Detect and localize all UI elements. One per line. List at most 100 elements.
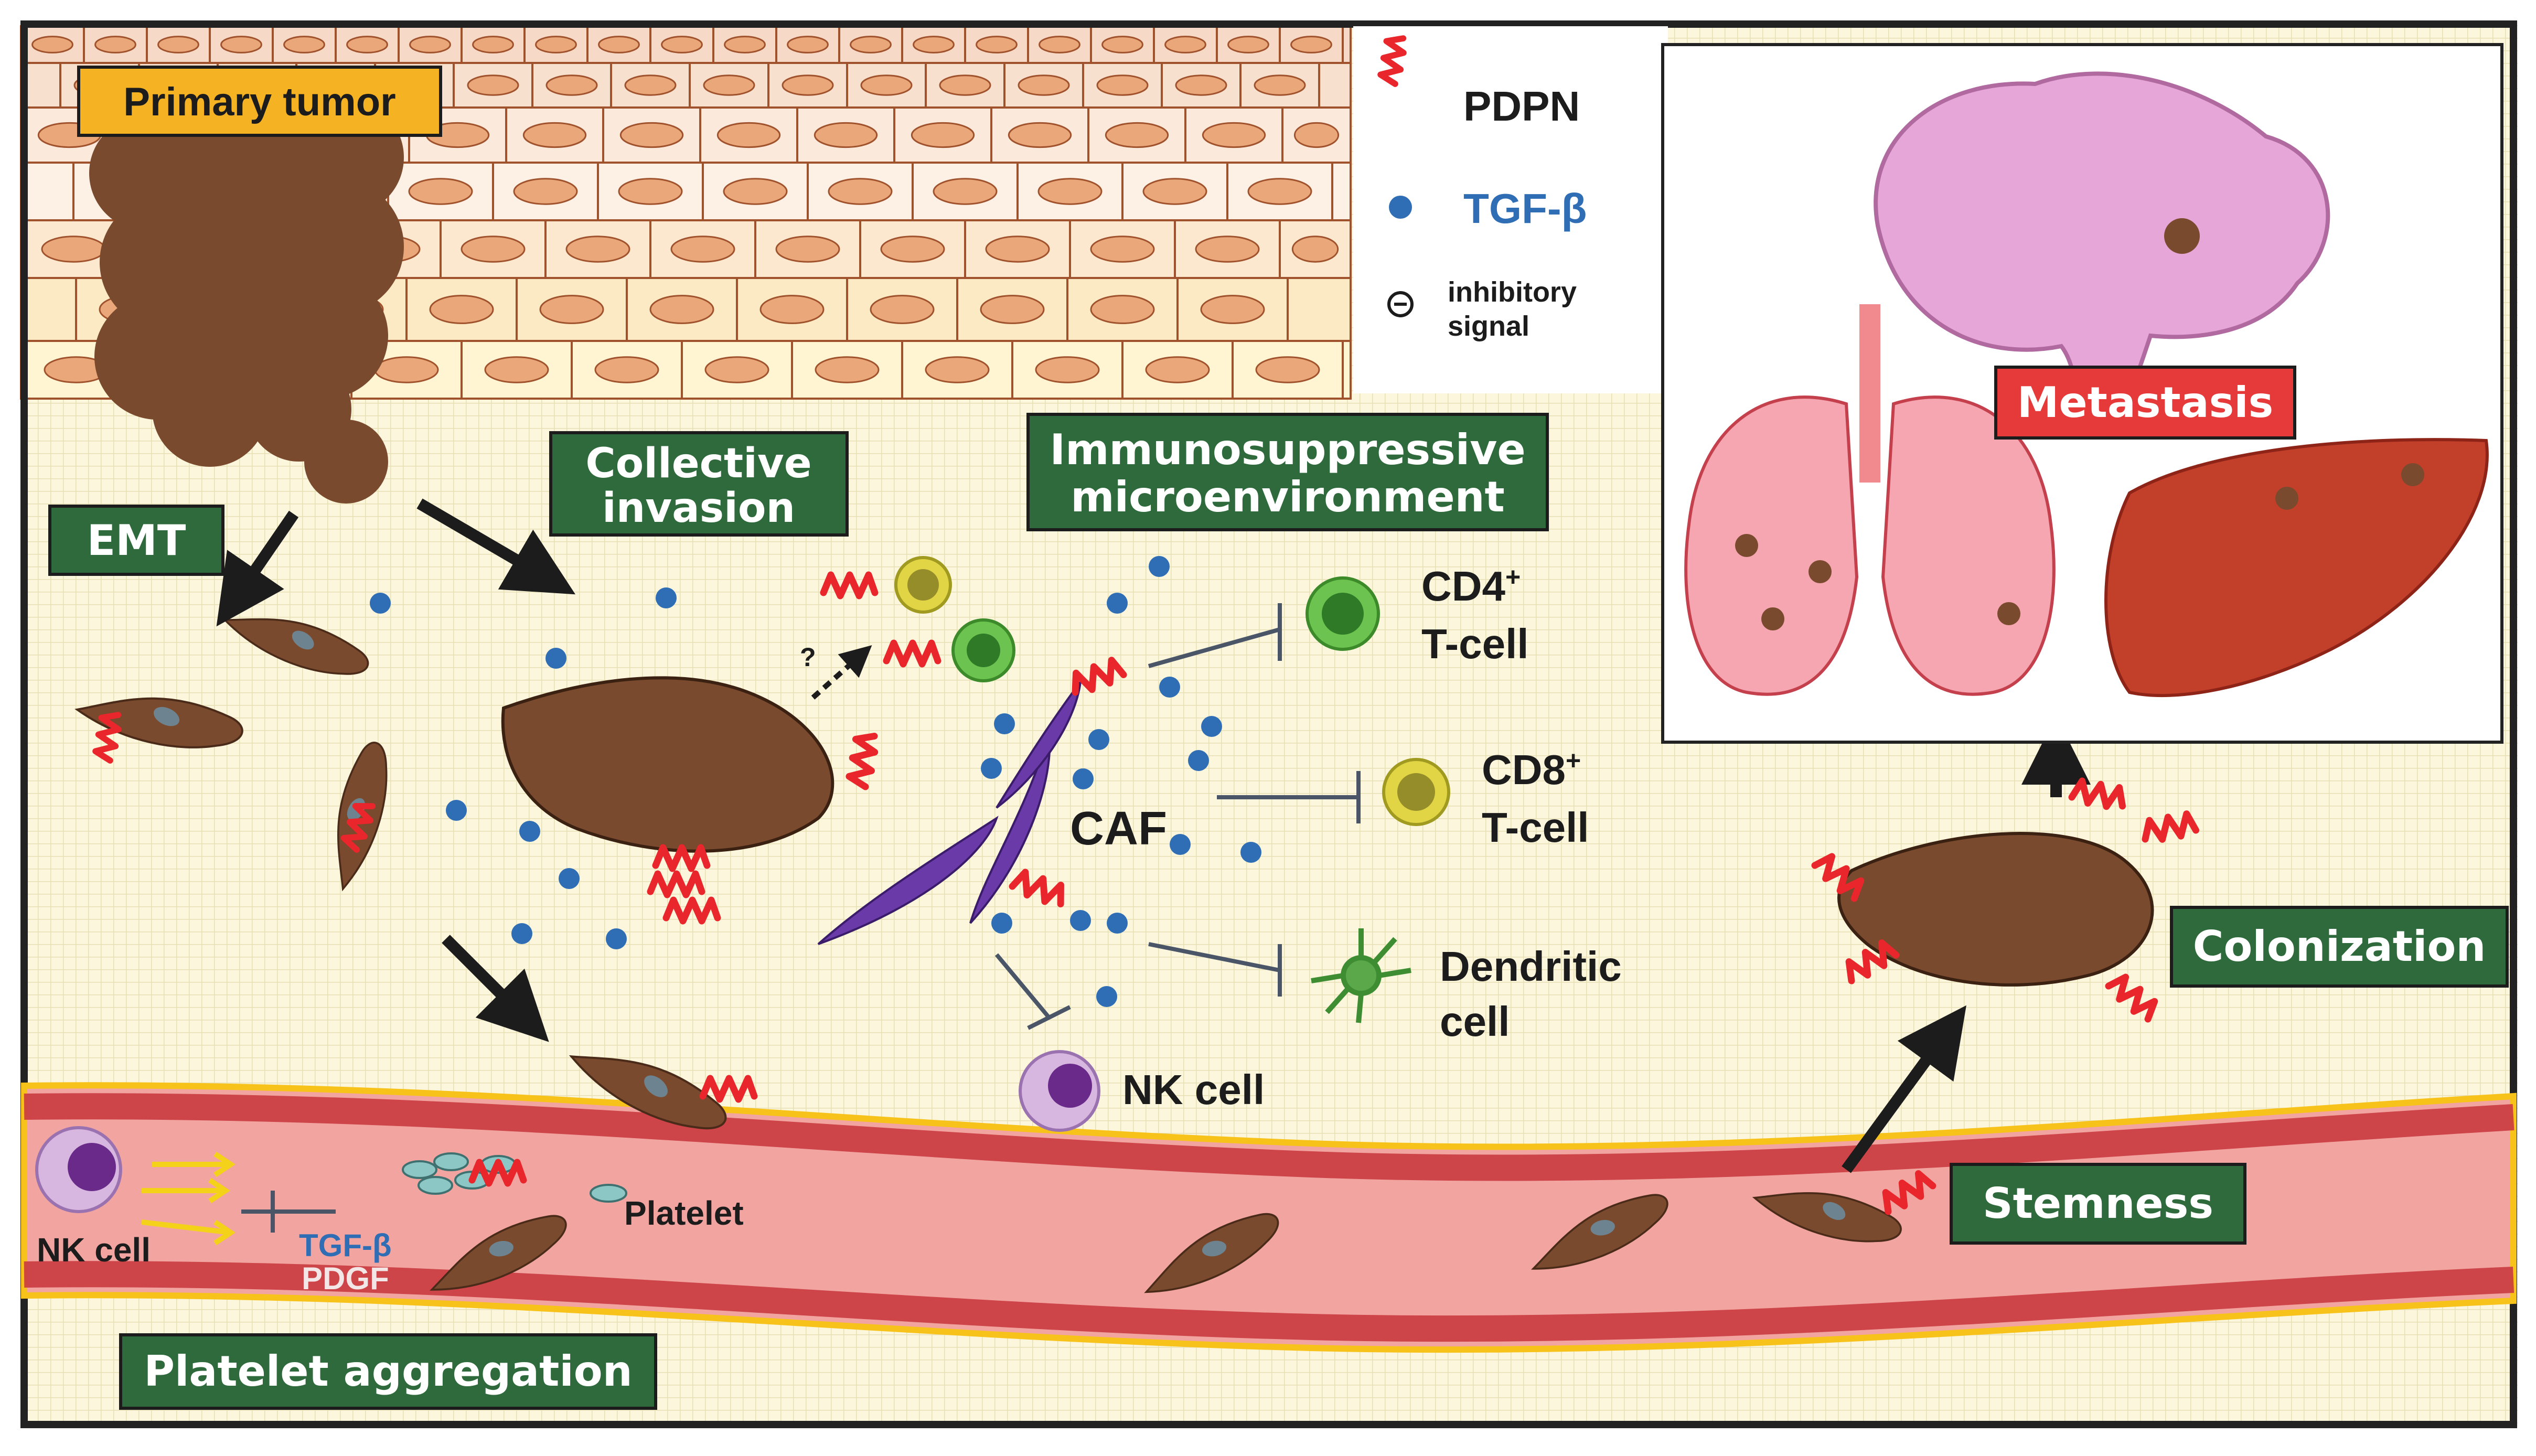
epithelial-nucleus (374, 356, 439, 383)
immuno-label-2: microenvironment (1071, 473, 1505, 521)
epithelial-nucleus (535, 36, 577, 53)
epithelial-nucleus (1101, 36, 1143, 53)
platelet-label: Platelet (624, 1194, 744, 1232)
inhibitory-signal-icon (1387, 291, 1414, 317)
epithelial-nucleus (1096, 74, 1149, 96)
stemness-label: Stemness (1983, 1179, 2213, 1228)
nk-cell-left-label: NK cell (37, 1231, 151, 1269)
epithelial-nucleus (283, 36, 325, 53)
legend-inhibitory: inhibitory (1448, 276, 1577, 308)
epithelial-nucleus (624, 74, 677, 96)
immune-cells (35, 556, 1450, 1213)
epithelial-nucleus (408, 178, 473, 205)
epithelial-nucleus (723, 178, 788, 205)
epithelial-nucleus (1293, 122, 1340, 148)
epithelial-nucleus (346, 36, 388, 53)
legend-pdpn: PDPN (1463, 83, 1580, 130)
legend-signal: signal (1448, 311, 1529, 342)
emt-label: EMT (87, 516, 186, 565)
epithelial-nucleus (911, 122, 975, 148)
epithelial-nucleus (1142, 178, 1207, 205)
collective-invasion-cluster (501, 676, 834, 853)
epithelial-nucleus (661, 36, 703, 53)
epithelial-nucleus (1195, 235, 1260, 263)
epithelial-nucleus (1175, 74, 1227, 96)
epithelial-nucleus (860, 74, 913, 96)
colonization-box (2170, 906, 2509, 988)
epithelial-nucleus (870, 295, 935, 324)
epithelial-nucleus (880, 235, 945, 263)
epithelial-cell (1342, 25, 1352, 64)
liver-icon (2104, 438, 2489, 698)
primary-tumor-label: Primary tumor (123, 80, 396, 124)
epithelial-nucleus (828, 178, 893, 205)
epithelial-nucleus (704, 356, 769, 383)
epithelial-nucleus (815, 356, 880, 383)
epithelial-nucleus (31, 36, 73, 53)
epithelial-nucleus (1037, 178, 1103, 205)
epithelial-nucleus (220, 36, 262, 53)
epithelial-nucleus (1227, 36, 1269, 53)
dendritic-label-1: Dendritic (1440, 943, 1622, 990)
tgfb-small-label: TGF-β (299, 1228, 392, 1263)
epithelial-nucleus (1254, 74, 1306, 96)
epithelial-nucleus (1008, 122, 1072, 148)
lungs-icon (1684, 304, 2056, 696)
epithelial-nucleus (1018, 74, 1070, 96)
pdgf-label: PDGF (302, 1261, 389, 1296)
epithelial-nucleus (1255, 356, 1320, 383)
label-boxes: Primary tumor EMT Collective invasion Im… (48, 66, 2509, 1410)
collective-invasion-box (549, 431, 849, 537)
epithelial-cell (20, 162, 74, 221)
epithelial-cell (681, 340, 793, 400)
question-mark: ? (800, 643, 816, 672)
platelets (402, 1152, 627, 1203)
epithelial-nucleus (985, 235, 1050, 263)
epithelial-nucleus (850, 36, 892, 53)
tgf-beta-dots (370, 556, 1261, 1007)
platelet-aggregation-box (119, 1333, 657, 1410)
epithelial-nucleus (461, 235, 526, 263)
epithelial-nucleus (1039, 36, 1080, 53)
dendritic-label-2: cell (1440, 998, 1510, 1045)
epithelial-nucleus (484, 356, 549, 383)
tgf-beta-dot-icon (1389, 196, 1412, 219)
caf-label: CAF (1070, 802, 1167, 855)
collective-label-1: Collective (585, 440, 811, 487)
epithelial-nucleus (565, 235, 630, 263)
dendritic-cell (1311, 928, 1411, 1023)
nk-cell-label: NK cell (1122, 1066, 1265, 1113)
epithelial-nucleus (539, 295, 604, 324)
epithelial-nucleus (1202, 122, 1266, 148)
cd4-tcell-label: T-cell (1421, 620, 1529, 667)
epithelial-nucleus (716, 122, 781, 148)
epithelial-nucleus (724, 36, 766, 53)
epithelial-nucleus (787, 36, 829, 53)
epithelial-nucleus (814, 122, 878, 148)
epithelial-nucleus (1291, 235, 1339, 263)
epithelial-nucleus (649, 295, 714, 324)
caf-cells (817, 678, 1082, 945)
epithelial-nucleus (522, 122, 587, 148)
epithelial-nucleus (472, 36, 514, 53)
immunosuppressive-box (1026, 413, 1549, 531)
epithelial-nucleus (409, 36, 451, 53)
epithelial-nucleus (618, 178, 683, 205)
brain-icon (1874, 71, 2330, 433)
metastasis-label: Metastasis (2017, 378, 2274, 427)
primary-tumor-box (77, 66, 442, 137)
epithelial-nucleus (41, 235, 106, 263)
epithelial-nucleus (670, 235, 735, 263)
epithelial-nucleus (1145, 356, 1210, 383)
metastasis-panel (1661, 43, 2503, 744)
epithelial-nucleus (782, 74, 834, 96)
epithelial-nucleus (925, 356, 990, 383)
epithelial-nucleus (775, 235, 840, 263)
epithelial-nucleus (594, 356, 659, 383)
nk-signal-arrows (141, 1151, 236, 1246)
stemness-box (1950, 1163, 2246, 1245)
epithelial-nucleus (94, 36, 136, 53)
epithelial-nucleus (759, 295, 825, 324)
collective-label-2: invasion (602, 485, 795, 532)
